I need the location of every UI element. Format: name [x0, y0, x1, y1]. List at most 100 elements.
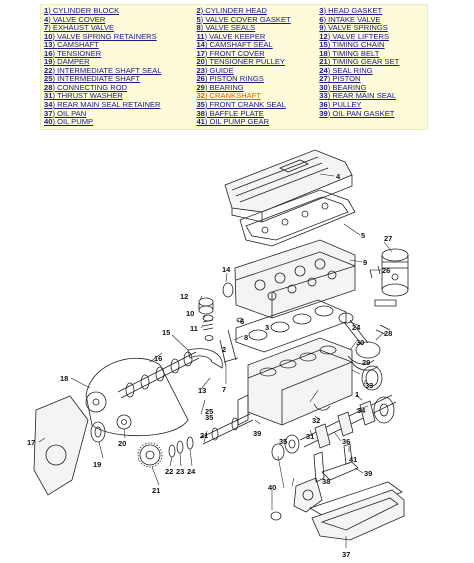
legend-link[interactable]: 39) OIL PAN GASKET — [319, 109, 394, 118]
legend-link[interactable]: 4) VALVE COVER — [44, 15, 105, 24]
callout-26[interactable]: 26 — [382, 266, 390, 275]
legend-link[interactable]: 31) THRUST WASHER — [44, 91, 123, 101]
callout-2[interactable]: 2 — [222, 345, 226, 354]
callout-27[interactable]: 27 — [384, 234, 392, 243]
legend-number: 37 — [44, 108, 53, 118]
legend-link[interactable]: 8) VALVE SEALS — [196, 23, 255, 32]
legend-number: 20 — [196, 57, 205, 67]
legend-link[interactable]: 37) OIL PAN — [44, 109, 86, 118]
legend-link[interactable]: 34) REAR MAIN SEAL RETAINER — [44, 100, 160, 109]
legend-link[interactable]: 25) INTERMEDIATE SHAFT — [44, 74, 140, 84]
callout-41[interactable]: 41 — [349, 455, 357, 464]
callout-11[interactable]: 11 — [190, 324, 198, 333]
callout-21-a[interactable]: 21 — [152, 486, 160, 495]
callout-39b[interactable]: 39 — [253, 429, 261, 438]
callout-33[interactable]: 33 — [365, 381, 373, 390]
legend-link[interactable]: 10) VALVE SPRING RETAINERS — [44, 32, 157, 41]
legend-link[interactable]: 13) CAMSHAFT — [44, 40, 99, 49]
legend-number: 4 — [44, 14, 49, 24]
callout-3[interactable]: 3 — [265, 323, 269, 332]
callout-20[interactable]: 20 — [118, 439, 126, 448]
callout-24[interactable]: 24 — [187, 467, 196, 476]
legend-link[interactable]: 28) CONNECTING ROD — [44, 83, 127, 92]
legend-cell: 25) INTERMEDIATE SHAFT — [44, 75, 196, 84]
callout-35[interactable]: 35 — [279, 437, 287, 446]
legend-label: DAMPER — [57, 57, 90, 67]
callout-9[interactable]: 9 — [363, 258, 367, 267]
legend-row: 34) REAR MAIN SEAL RETAINER 35) FRONT CRA… — [44, 100, 424, 110]
legend-number: 15 — [319, 40, 328, 50]
callout-7[interactable]: 7 — [222, 385, 226, 394]
legend-link[interactable]: 16) TENSIONER — [44, 49, 101, 58]
callout-17[interactable]: 17 — [27, 438, 35, 447]
legend-link[interactable]: 5) VALVE COVER GASKET — [196, 15, 290, 24]
legend-link[interactable]: 19) DAMPER — [44, 57, 90, 67]
legend-link[interactable]: 14) CAMSHAFT SEAL — [196, 40, 272, 49]
legend-link[interactable]: 30) BEARING — [319, 83, 366, 92]
callout-8[interactable]: 8 — [244, 333, 248, 342]
callout-25[interactable]: 25 — [205, 407, 213, 416]
legend-link[interactable]: 35) FRONT CRANK SEAL — [196, 100, 285, 109]
callout-23[interactable]: 23 — [176, 467, 184, 476]
callout-34[interactable]: 34 — [357, 406, 366, 415]
legend-link[interactable]: 11) VALVE KEEPER — [196, 32, 265, 41]
legend-link[interactable]: 26) PISTON RINGS — [196, 74, 263, 84]
legend-link[interactable]: 24) SEAL RING — [319, 66, 372, 75]
legend-link[interactable]: 29) BEARING — [196, 83, 243, 92]
legend-link[interactable]: 36) PULLEY — [319, 100, 361, 109]
callout-36[interactable]: 36 — [342, 437, 350, 446]
callout-14[interactable]: 14 — [222, 265, 231, 274]
legend-link[interactable]: 41) OIL PUMP GEAR — [196, 117, 269, 126]
legend-link[interactable]: 20) TENSIONER PULLEY — [196, 57, 285, 67]
legend-link[interactable]: 27) PISTON — [319, 74, 360, 84]
legend-link[interactable]: 32) CRANKSHAFT — [196, 91, 261, 101]
legend-link[interactable]: 38) BAFFLE PLATE — [196, 109, 263, 118]
legend-link[interactable]: 33) REAR MAIN SEAL — [319, 91, 396, 101]
legend-number: 2 — [196, 6, 201, 15]
callout-30[interactable]: 30 — [356, 338, 364, 347]
callout-38[interactable]: 38 — [322, 477, 330, 486]
legend-link[interactable]: 9) VALVE SPRINGS — [319, 23, 388, 32]
callout-5[interactable]: 5 — [361, 231, 365, 240]
callout-18[interactable]: 18 — [60, 374, 68, 383]
callout-21-b[interactable]: 21 — [200, 431, 208, 440]
callout-37[interactable]: 37 — [342, 550, 350, 559]
callout-4[interactable]: 4 — [336, 172, 341, 181]
legend-link[interactable]: 2) CYLINDER HEAD — [196, 6, 266, 15]
timing-gear-set — [137, 442, 163, 468]
callout-22[interactable]: 22 — [165, 467, 173, 476]
legend-link[interactable]: 23) GUIDE — [196, 66, 233, 75]
callout-39[interactable]: 39 — [364, 469, 372, 478]
legend-link[interactable]: 21) TIMING GEAR SET — [319, 57, 399, 67]
legend-link[interactable]: 12) VALVE LIFTERS — [319, 32, 389, 41]
callout-15[interactable]: 15 — [162, 328, 170, 337]
callout-13[interactable]: 13 — [198, 386, 206, 395]
legend-link[interactable]: 7) EXHAUST VALVE — [44, 23, 114, 32]
callout-12[interactable]: 12 — [180, 292, 188, 301]
legend-link[interactable]: 17) FRONT COVER — [196, 49, 264, 58]
callout-31[interactable]: 31 — [306, 432, 314, 441]
callout-16[interactable]: 16 — [154, 354, 162, 363]
callout-40[interactable]: 40 — [268, 483, 276, 492]
cylinder-head — [234, 239, 356, 319]
legend-link[interactable]: 1) CYLINDER BLOCK — [44, 6, 119, 15]
legend-link[interactable]: 3) HEAD GASKET — [319, 6, 382, 15]
callout-10[interactable]: 10 — [186, 309, 194, 318]
callout-35b[interactable]: 35 — [205, 413, 213, 422]
legend-link[interactable]: 18) TIMING BELT — [319, 49, 379, 58]
legend-link[interactable]: 22) INTERMEDIATE SHAFT SEAL — [44, 66, 161, 75]
legend-link[interactable]: 6) INTAKE VALVE — [319, 15, 380, 24]
callout-28[interactable]: 28 — [384, 329, 392, 338]
legend-link[interactable]: 40) OIL PUMP — [44, 117, 93, 126]
callout-32[interactable]: 32 — [312, 416, 320, 425]
legend-row: 7) EXHAUST VALVE 8) VALVE SEALS 9) VALVE S… — [44, 23, 424, 33]
legend-cell: 38) BAFFLE PLATE — [196, 109, 319, 119]
callout-1[interactable]: 1 — [355, 390, 359, 399]
callout-30a[interactable]: 24 — [352, 323, 361, 332]
legend-cell: 2) CYLINDER HEAD — [196, 6, 319, 16]
legend-label: VALVE LIFTERS — [332, 31, 390, 41]
legend-link[interactable]: 15) TIMING CHAIN — [319, 40, 384, 49]
callout-19[interactable]: 19 — [93, 460, 101, 469]
callout-6[interactable]: 6 — [240, 317, 244, 326]
callout-29[interactable]: 29 — [362, 358, 370, 367]
